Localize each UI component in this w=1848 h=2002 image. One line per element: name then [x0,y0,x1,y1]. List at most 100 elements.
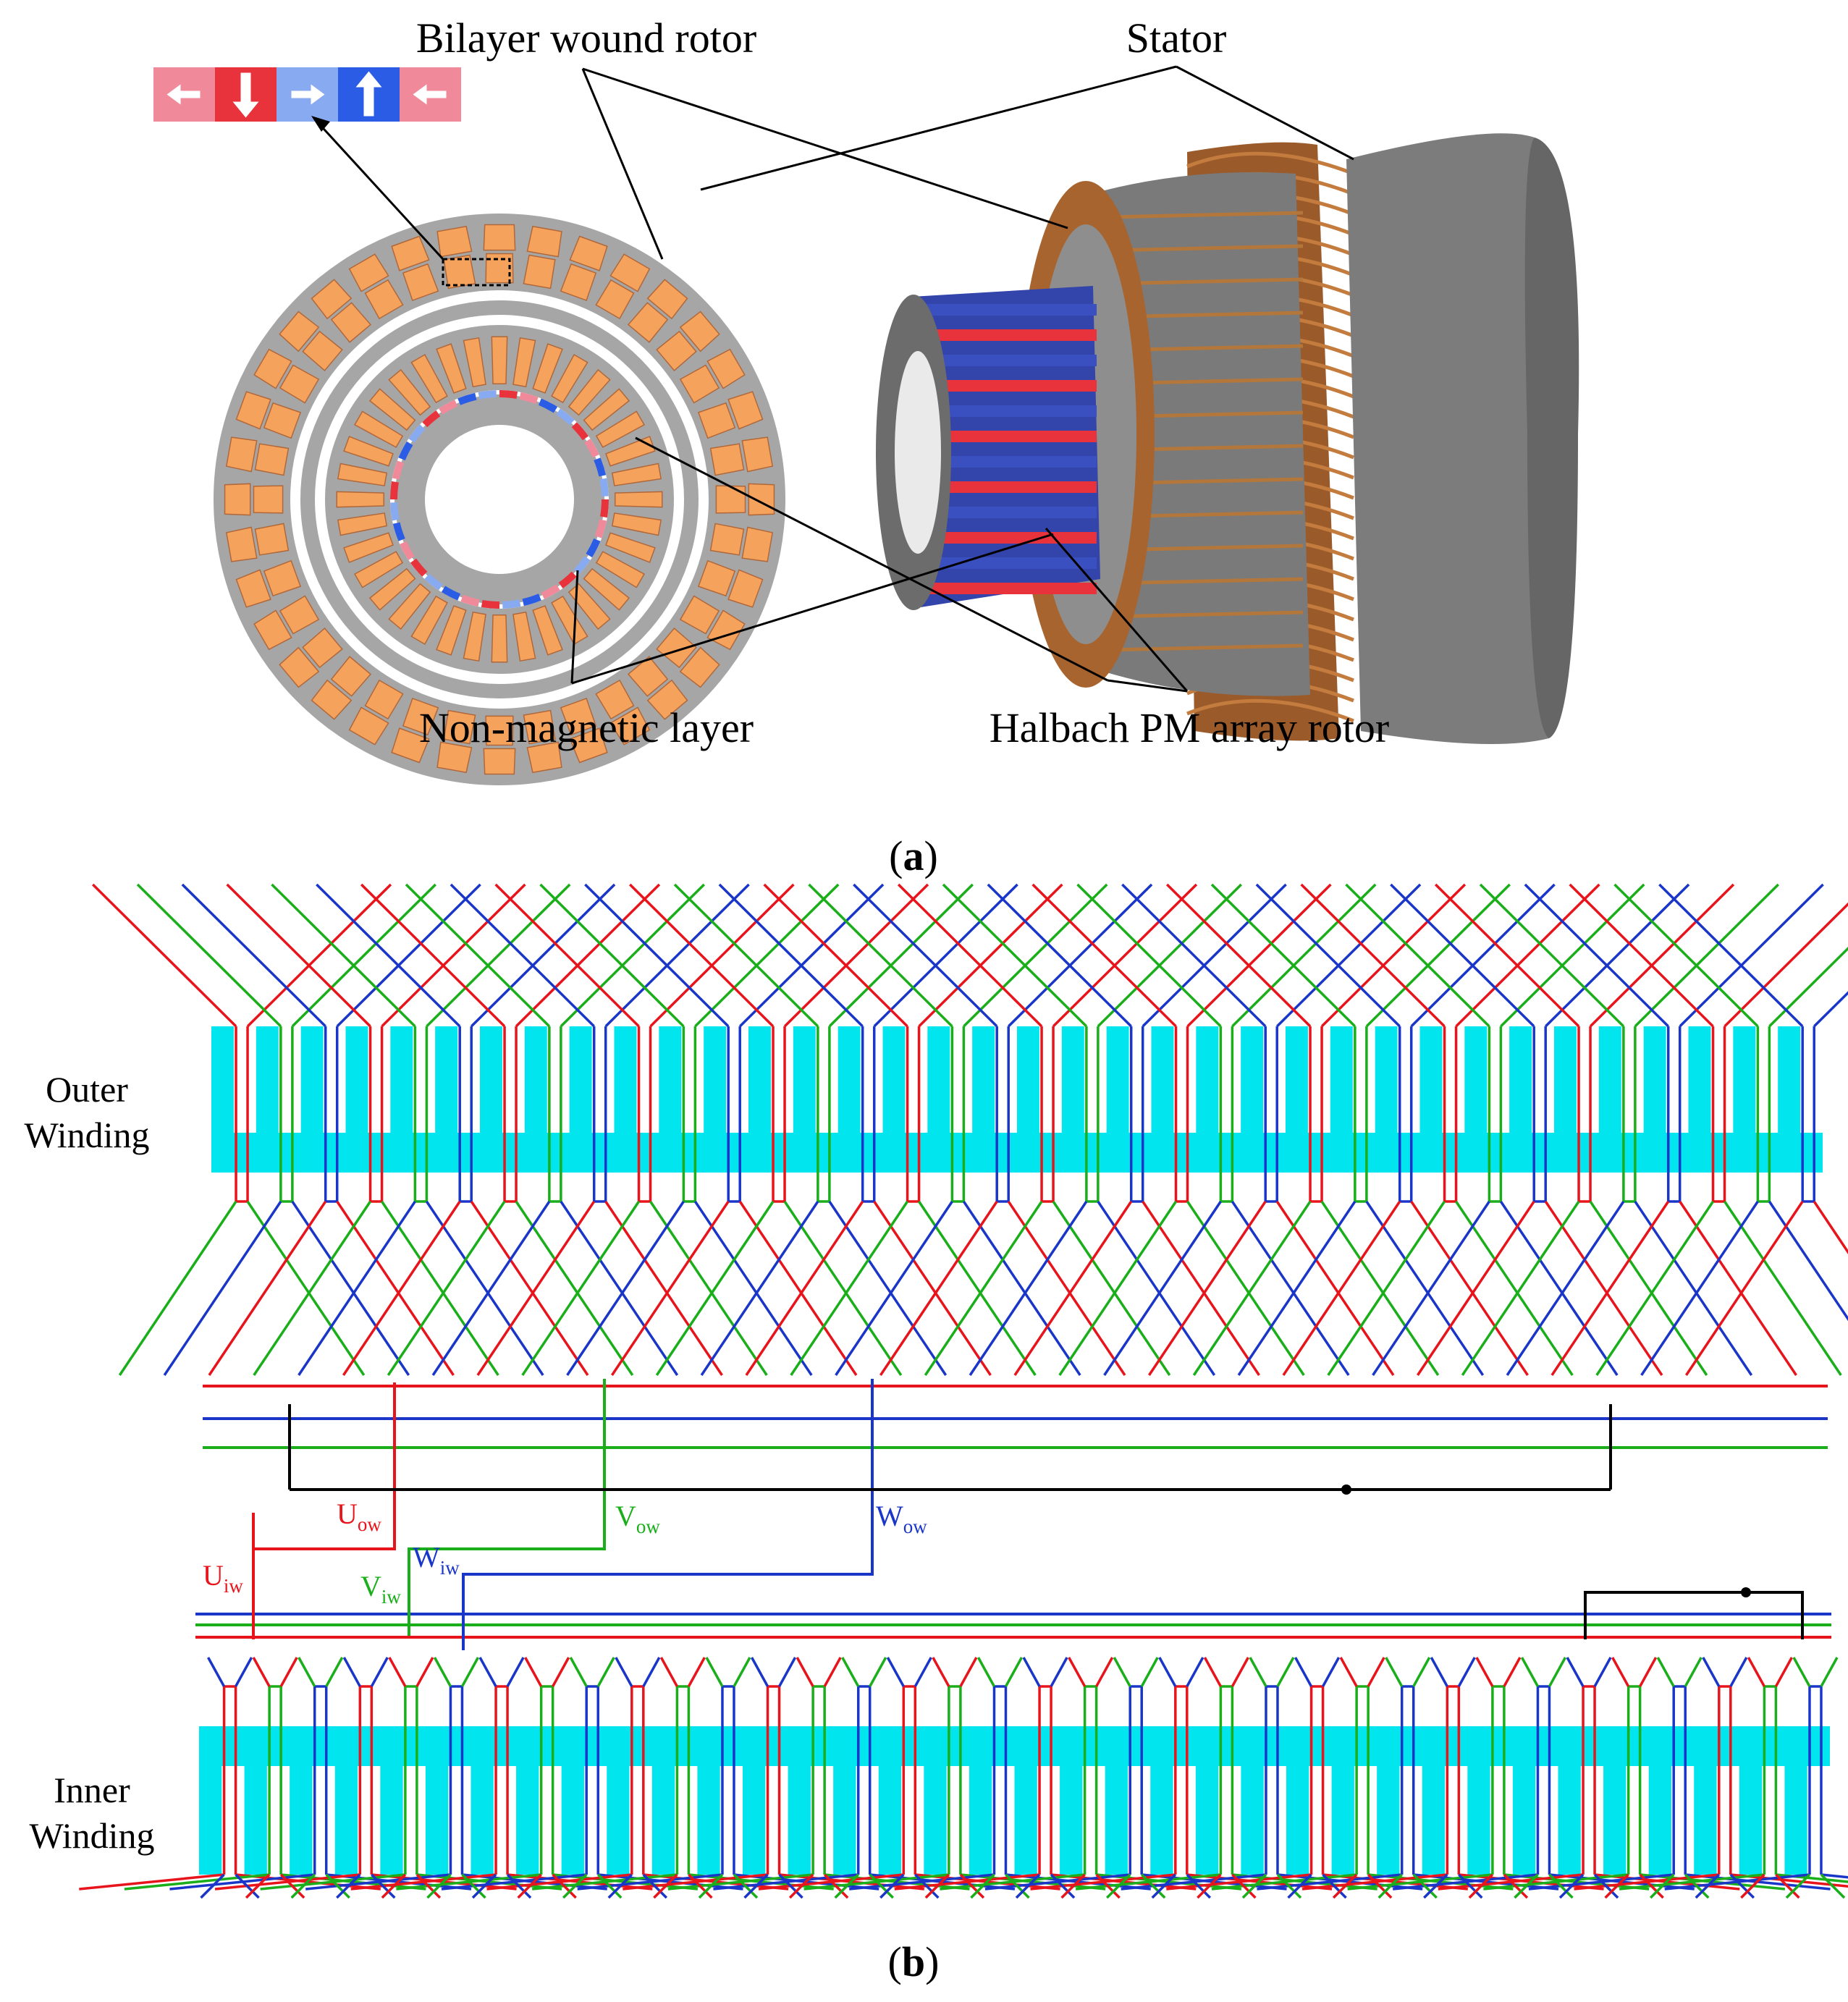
pm-segment [457,392,477,405]
inner-lower-end [562,1873,588,1899]
outer-lower-end-connection [1416,1201,1535,1376]
outer-lower-end-connection [1506,1201,1625,1376]
outer-coil-side [637,1026,652,1203]
inner-core-tooth [924,1726,947,1875]
stator-slot [560,263,597,302]
outer-lower-end-connection [879,1201,998,1376]
inner-coil-side [1672,1685,1687,1875]
phase-label-w-iw: Wiw [413,1541,460,1579]
inner-core-tooth [1105,1726,1128,1875]
inner-lower-end [1015,1873,1041,1899]
leader-arrowhead [311,116,330,132]
inner-end-connection [124,1873,270,1891]
inner-neutral-link [1584,1591,1804,1639]
inner-lower-end [1684,1873,1710,1899]
outer-core-tooth [659,1026,682,1173]
pm-segment [594,519,607,538]
outer-coil-side [1532,1026,1547,1203]
outer-core-tooth [793,1026,816,1173]
outer-lower-end-connection [1768,1201,1848,1322]
outer-coil-side [772,1026,786,1203]
stator-slot [311,279,353,320]
inner-lower-end [959,1873,985,1899]
stator-slot [364,679,404,720]
outer-lower-end-connection [1058,1201,1178,1376]
outer-core-tooth [972,1026,995,1173]
inner-lower-end [506,1873,532,1899]
stator-slot [526,225,562,258]
stator-slot [402,263,439,302]
outer-lower-end-connection [1410,1201,1529,1376]
inner-lower-end [1276,1873,1302,1899]
inner-core-tooth [244,1726,267,1875]
stator-slot [741,526,774,562]
outer-coil-side [682,1026,697,1203]
outer-lower-end-connection [342,1201,461,1376]
outer-coil-side [906,1026,921,1203]
inner-lower-end [653,1873,678,1899]
pm-detail-box [442,258,511,287]
outer-core-tooth [837,1026,861,1173]
pm-stripe [916,405,1097,417]
inner-core-tooth [969,1726,992,1875]
inner-lower-end [1412,1873,1438,1899]
rotor-slot-line [1107,643,1304,652]
outer-lower-end-connection [783,1201,903,1376]
outer-coil-side [458,1026,473,1203]
inner-upper-end [433,1657,452,1687]
pm-segment [398,441,413,461]
inner-upper-end [1656,1657,1675,1687]
outer-coil-side [950,1026,966,1203]
stator-slot [263,559,302,597]
inner-coil-side [1083,1685,1098,1875]
stator-slot [569,235,608,271]
outer-coil-side [1756,1026,1771,1203]
outer-end-connection [336,883,481,1028]
outer-lower-end-connection [655,1201,775,1376]
outer-coil-side [1711,1026,1726,1203]
outer-lower-end-connection [1275,1201,1395,1376]
outer-core-tooth [1286,1026,1308,1173]
outer-lower-end-connection [1723,1201,1842,1376]
end-turn-coil [1186,698,1354,723]
outer-lower-end-connection [604,1201,723,1376]
outer-end-connection [494,883,640,1028]
outer-lower-end-connection [425,1201,544,1376]
inner-end-connection [1820,1873,1848,1879]
outer-lower-end-connection [1097,1201,1216,1376]
rotor-slot-line [1107,244,1304,253]
inner-coil-side [358,1685,374,1875]
outer-lower-end-connection [1679,1201,1797,1376]
outer-end-connection [1076,883,1222,1028]
machine-3d-render [876,133,1579,744]
outer-core-tooth [1106,1026,1129,1173]
inner-coil-side [948,1685,962,1875]
pm-segment [558,571,577,589]
inner-lower-end [552,1873,577,1899]
stator-slot [235,569,271,608]
stator-slot [391,727,430,764]
outer-end-connection [1813,991,1848,1028]
inner-lower-end [325,1873,350,1899]
inner-core-tooth [1558,1726,1581,1875]
outer-lower-end-connection [253,1201,372,1376]
outer-end-connection [718,883,864,1028]
inner-lower-end [290,1873,316,1899]
outer-end-connection [649,883,795,1028]
stator-slot [609,253,651,292]
inner-lower-end [698,1873,724,1899]
stator-slot [697,559,736,597]
inner-coil-side [494,1685,509,1875]
inner-coil-side [585,1685,599,1875]
outer-end-connection [316,883,461,1028]
outer-end-connection [291,883,436,1028]
inner-upper-end [869,1657,887,1687]
outer-coil-side [1801,1026,1815,1203]
outer-end-connection [91,883,237,1028]
pm-segment [522,594,541,607]
outer-end-connection [897,883,1043,1028]
inner-upper-end [1548,1657,1567,1687]
outer-coil-side [324,1026,339,1203]
rotor-slot [568,583,611,630]
outer-lower-end-connection [1052,1201,1171,1376]
